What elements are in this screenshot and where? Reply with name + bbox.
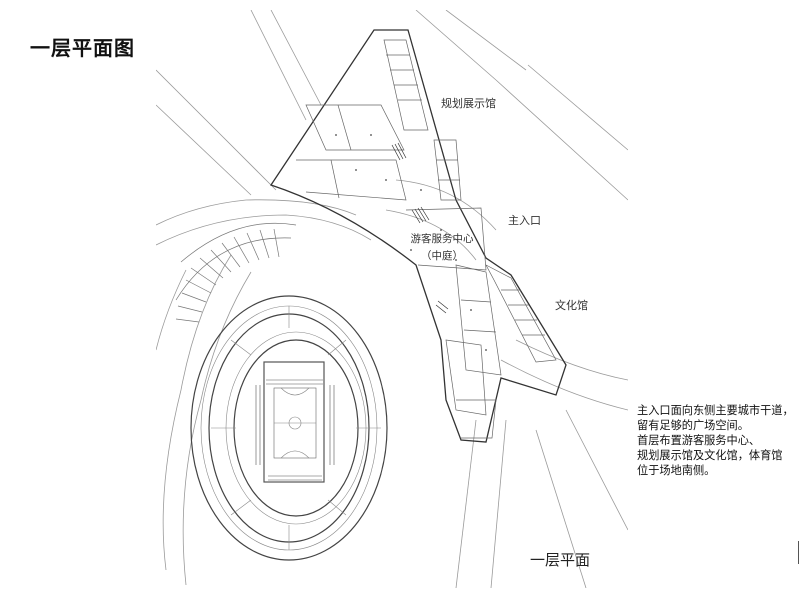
stadium-details xyxy=(200,305,381,551)
main-building-outline xyxy=(269,29,567,443)
page-title: 一层平面图 xyxy=(30,36,135,60)
note-line: 规划展示馆及文化馆，体育馆 xyxy=(637,449,783,462)
note-line: 主入口面向东侧主要城市干道， xyxy=(637,404,794,417)
floor-plan-drawing xyxy=(156,10,628,588)
culture-hall-label: 文化馆 xyxy=(555,299,588,312)
visitor-center-name: 游客服务中心 xyxy=(410,233,474,245)
stair-hatches xyxy=(391,142,449,314)
note-line: 位于场地南侧。 xyxy=(637,464,716,477)
main-entrance-label: 主入口 xyxy=(508,214,541,227)
note-line: 首层布置游客服务中心、 xyxy=(637,434,761,447)
courtyard-label: （中庭） xyxy=(421,250,463,262)
stadium-seating-hatch xyxy=(255,379,335,481)
note-line: 留有足够的广场空间。 xyxy=(637,419,749,432)
main-building-rooms xyxy=(296,39,557,439)
stadium-stands xyxy=(175,222,297,323)
site-context-lines xyxy=(156,10,628,588)
planning-hall-label: 规划展示馆 xyxy=(441,97,496,110)
visitor-center-label: 游客服务中心 （中庭） xyxy=(406,231,478,265)
edge-divider xyxy=(798,541,799,564)
description-notes: 主入口面向东侧主要城市干道， 留有足够的广场空间。 首层布置游客服务中心、 规划… xyxy=(637,403,802,478)
floor-plan-svg xyxy=(156,10,628,588)
plan-caption: 一层平面 xyxy=(530,551,591,569)
plan-dots xyxy=(335,134,487,351)
